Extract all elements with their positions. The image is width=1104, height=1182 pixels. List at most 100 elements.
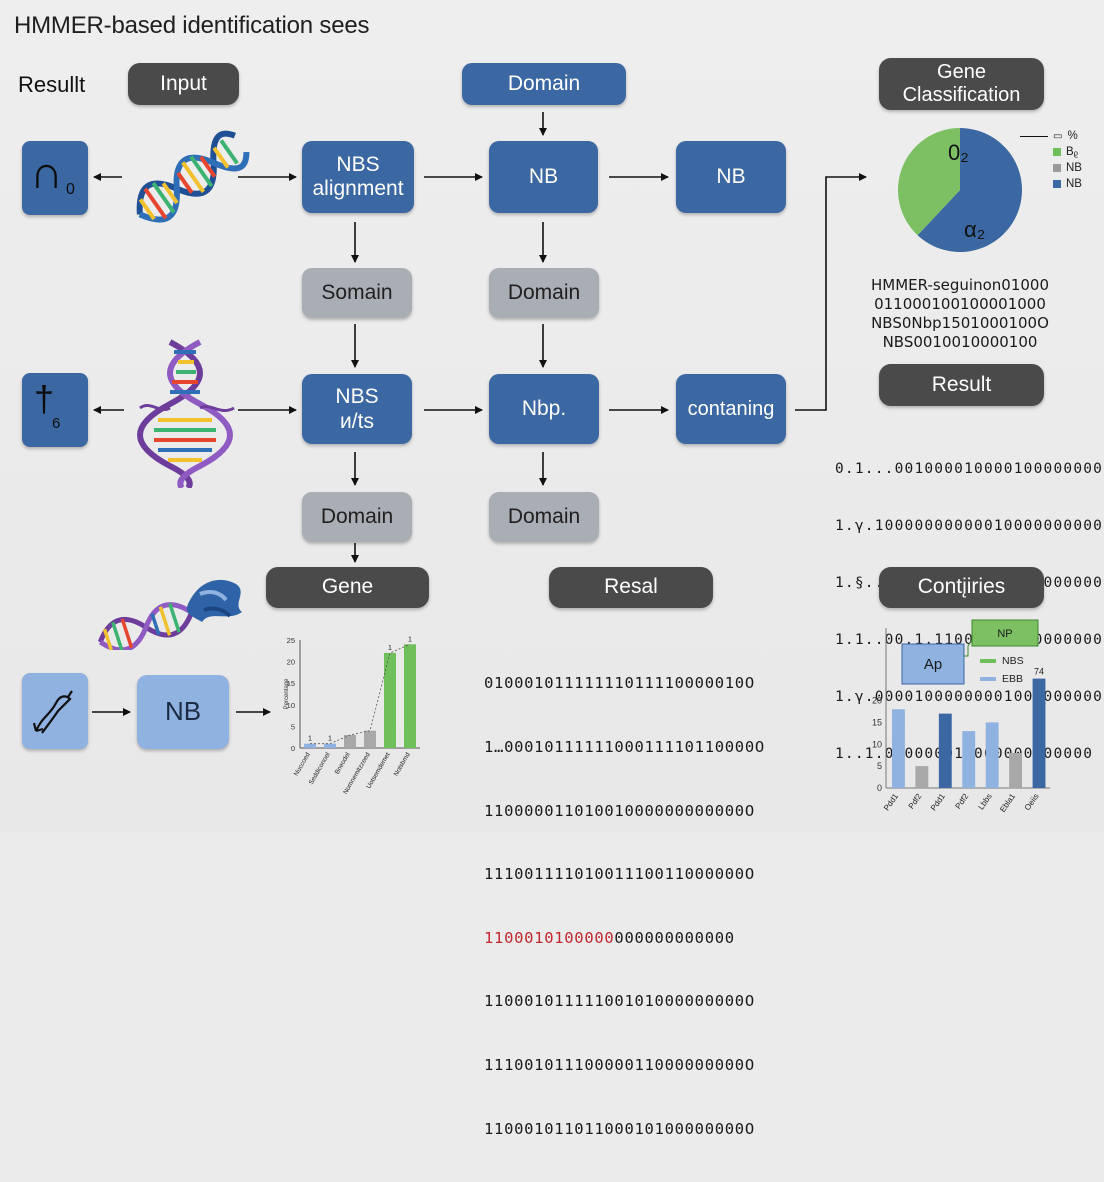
resal-line: 01000101111111011110000010O — [484, 674, 755, 693]
x-tick-label: Seddiconoel — [308, 751, 332, 786]
y-tick-label: 10 — [872, 739, 882, 749]
x-tick-label: Pdd1 — [929, 792, 947, 813]
chart-bar — [892, 709, 905, 788]
resal-line-highlighted: 1100010100000000000000000 — [484, 928, 735, 947]
pie-legend-header: ▭ % — [1020, 128, 1082, 144]
x-tick-label: Lbbs — [976, 792, 993, 811]
resal-line: 11000101111100101000000000O — [484, 992, 755, 1011]
legend-swatch — [980, 677, 996, 681]
callout-ap-box — [901, 643, 965, 685]
nbs-hits-box: NBS и/ts — [302, 374, 412, 444]
diagram-canvas: HMMER-based identification sees Resullt — [0, 0, 1104, 1138]
legend-label: EBB — [1002, 673, 1023, 685]
chart-bar — [985, 722, 999, 788]
hmmer-sequence-block: HMMER-seguinon01000 011000100100001000 N… — [860, 276, 1060, 352]
nbs-alignment-box: NBS alignment — [302, 141, 414, 213]
legend-label: NBS — [1002, 655, 1024, 667]
x-tick-label: Pdf2 — [954, 792, 971, 811]
y-tick-label: 20 — [872, 696, 882, 706]
dna-helix-vertical-icon — [137, 339, 235, 488]
resal-highlight: 1100010100000 — [484, 928, 615, 947]
gene-classification-box: Gene Classification — [879, 58, 1044, 110]
y-tick-label: 5 — [877, 761, 882, 771]
callout-connector — [964, 639, 973, 657]
chart-bar — [344, 735, 356, 748]
y-tick-label: 0 — [291, 744, 295, 753]
dagger-icon-box: † 6 — [22, 373, 88, 447]
chart-bar — [962, 731, 976, 788]
callout-ap-label: Ap — [924, 656, 942, 673]
y-axis-label: Percentage — [284, 678, 290, 709]
gene-box: Gene — [266, 567, 429, 608]
chart-bar — [938, 713, 952, 788]
x-tick-label: Ebla1 — [998, 792, 1017, 814]
pie-legend-item: NB — [1053, 176, 1082, 192]
contiries-box: Contįiries — [879, 567, 1044, 608]
nb-box-2: NB — [676, 141, 786, 213]
somain-box: Somain — [302, 268, 412, 318]
domain-box-row3b: Domain — [489, 492, 599, 542]
x-tick-label: Bneodel — [334, 751, 352, 776]
containing-box: contaning — [676, 374, 786, 444]
callout-np-label: NP — [997, 628, 1012, 640]
result-box: Result — [879, 364, 1044, 406]
pie-label-alpha: α₂ — [964, 217, 985, 242]
result-seq-line: 0.1...0010000100001000000000 — [835, 461, 1104, 477]
omega-symbol-icon: ∩ — [30, 146, 64, 198]
y-tick-label: 20 — [287, 658, 295, 667]
chart-bar — [384, 652, 396, 748]
y-tick-label: 15 — [872, 717, 882, 727]
curved-arrow-icon — [32, 690, 73, 734]
diagram-title: HMMER-based identification sees — [14, 12, 370, 39]
pie-legend-item: NB — [1053, 160, 1082, 176]
dagger-symbol-icon: † — [34, 378, 55, 419]
resal-box: Resal — [549, 567, 713, 608]
nbp-box: Nbp. — [489, 374, 599, 444]
nb-box-1: NB — [489, 141, 598, 213]
side-label: Resullt — [18, 72, 86, 97]
bar-data-label: 74 — [1034, 667, 1044, 677]
trend-line — [310, 643, 411, 745]
resal-line: 11000101101100010100000000O — [484, 1119, 755, 1138]
chart-bar — [364, 730, 376, 748]
legend-swatch — [980, 659, 996, 663]
y-tick-label: 5 — [291, 722, 295, 731]
chart-bar — [1032, 678, 1046, 788]
pie-label-0: 0₂ — [948, 140, 969, 165]
domain-box-row3a: Domain — [302, 492, 412, 542]
legend-swatch — [1053, 180, 1061, 188]
gene-bar-chart: 0510152025Percentage1Nuccoed1Seddiconoel… — [284, 636, 420, 796]
x-tick-label: Pdf2 — [907, 792, 924, 811]
pie-legend-item: Bᵨ — [1053, 144, 1082, 160]
classification-pie-chart: 0₂ α₂ — [898, 128, 1022, 252]
domain-top-box: Domain — [462, 63, 626, 105]
hmmer-seq-line: NBS0010010000100 — [882, 333, 1038, 351]
y-tick-label: 25 — [287, 636, 295, 645]
x-tick-label: Notsbmd — [393, 751, 412, 777]
pie-slice-green — [898, 128, 960, 236]
input-box: Input — [128, 63, 239, 105]
connector-layer — [92, 112, 867, 716]
bar-data-label: 1 — [408, 636, 412, 643]
x-tick-label: Pdd1 — [882, 792, 900, 813]
hmmer-seq-line: HMMER-seguinon01000 — [870, 276, 1049, 294]
dna-protein-icon — [97, 579, 242, 650]
bar-data-label: 1 — [328, 736, 332, 743]
y-tick-label: 10 — [287, 701, 295, 710]
y-tick-label: 15 — [287, 679, 295, 688]
curved-arrow-icon-box — [22, 673, 88, 749]
arrow — [795, 173, 867, 411]
pie-legend: ▭ % Bᵨ NB NB — [1020, 128, 1082, 192]
callout-np-box — [971, 619, 1039, 647]
bar-data-label: 1 — [308, 736, 312, 743]
hmmer-seq-line: 011000100100001000 — [874, 295, 1046, 313]
chart-bar — [404, 644, 416, 748]
pie-slice-blue — [917, 128, 1022, 252]
omega-icon-box: ∩ 0 — [22, 141, 88, 215]
chart-bar — [304, 743, 316, 748]
chart-bar — [915, 766, 929, 788]
hmmer-seq-line: NBS0Nbp1501000100O — [871, 314, 1049, 332]
omega-subscript: 0 — [66, 181, 75, 198]
resal-line: 11100111101001110011000000O — [484, 865, 755, 884]
